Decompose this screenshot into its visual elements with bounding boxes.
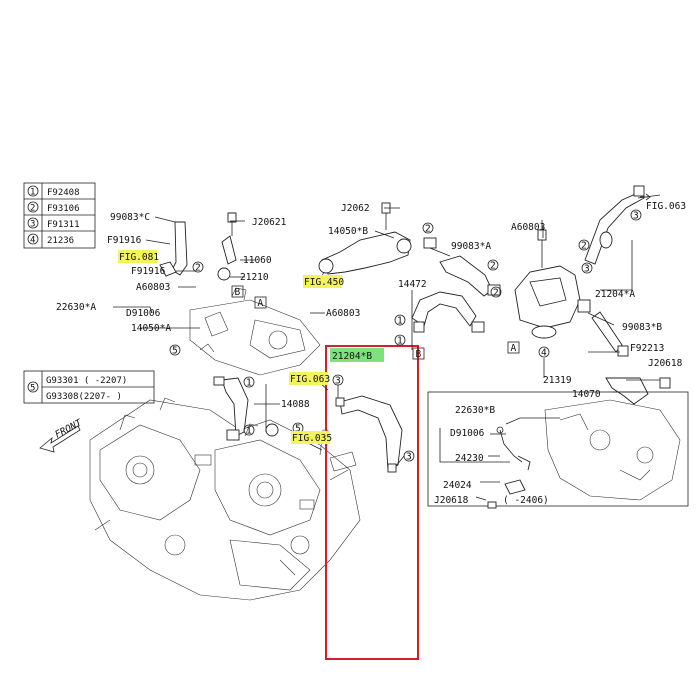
legend-bottom: 5 G93301 ( -2207) G93308(2207- ) — [23, 370, 155, 404]
part-99083b: 99083*B — [622, 322, 662, 333]
part-24024: 24024 — [443, 480, 472, 491]
part-f91916-b: F91916 — [131, 266, 166, 277]
callout-1a: 1 — [246, 378, 252, 389]
box-a-left: A — [258, 298, 264, 309]
part-14070: 14070 — [572, 389, 601, 400]
legend-top: 1 2 3 4 F92408 F93106 F91311 21236 — [23, 182, 96, 249]
legend-num-2: 2 — [30, 204, 35, 214]
box-b-right: B — [416, 349, 422, 360]
part-d91006-a: D91006 — [126, 308, 161, 319]
hose-99083c-illustration — [159, 221, 188, 277]
part-range-2406: ( -2406) — [503, 495, 549, 506]
part-a60803-c: A60803 — [511, 222, 545, 233]
part-f92213: F92213 — [630, 343, 664, 354]
hose-99083a-illustration — [423, 237, 501, 297]
part-labels: 99083*C J20621 F91916 11060 F91916 21210… — [56, 203, 683, 506]
part-f91916-a: F91916 — [107, 235, 142, 246]
box-a-right: A — [511, 343, 517, 354]
part-14088: 14088 — [281, 399, 310, 410]
part-14050b: 14050*B — [328, 226, 368, 237]
callout-2d: 2 — [493, 288, 499, 299]
legend-num-4: 4 — [30, 236, 35, 246]
ref-letters: B A B A — [231, 285, 520, 360]
part-99083c: 99083*C — [110, 212, 150, 223]
callout-3a: 3 — [584, 264, 590, 275]
valve-assembly-21319-illustration — [514, 220, 591, 339]
legend-row-1: G93301 ( -2207) — [46, 376, 127, 386]
fig-references: FIG.081 FIG.450 FIG.063 FIG.035 FIG.063 — [118, 201, 686, 444]
arrow-fig063-icon — [640, 193, 651, 201]
hose-14472-illustration — [411, 291, 485, 333]
callout-2c: 2 — [490, 261, 496, 272]
part-j2062: J2062 — [341, 203, 370, 214]
callout-2a: 2 — [195, 263, 201, 274]
callout-1c: 1 — [397, 316, 403, 327]
callout-1b: 1 — [246, 426, 252, 437]
circle-callouts: 2 5 1 1 5 2 1 1 2 2 4 3 3 2 — [169, 209, 642, 437]
part-21204a: 21204*A — [595, 289, 635, 300]
callout-3b: 3 — [633, 211, 639, 222]
fig-ref-063-center[interactable]: FIG.063 — [290, 374, 330, 385]
legend-num-1: 1 — [30, 188, 35, 198]
part-22630b: 22630*B — [455, 405, 495, 416]
part-24230: 24230 — [455, 453, 484, 464]
hose-99083b-illustration — [591, 311, 671, 405]
part-j20618-b: J20618 — [434, 495, 469, 506]
part-22630a: 22630*A — [56, 302, 96, 313]
intake-manifold-illustration — [189, 287, 321, 376]
part-14472: 14472 — [398, 279, 427, 290]
part-j20621: J20621 — [252, 217, 287, 228]
box-b-left: B — [235, 287, 241, 298]
fig-ref-035[interactable]: FIG.035 — [292, 433, 332, 444]
callout-4: 4 — [541, 348, 547, 359]
callout-2e: 2 — [581, 241, 587, 252]
highlighted-part-box: 21204*B 3 3 — [325, 345, 419, 660]
callout-2b: 2 — [425, 224, 431, 235]
highlighted-part-label: 21204*B — [332, 351, 372, 362]
legend-num-3: 3 — [30, 220, 35, 230]
highlight-circle-3a: 3 — [335, 376, 341, 387]
part-j20618-a: J20618 — [648, 358, 683, 369]
highlight-circle-3b: 3 — [406, 452, 412, 463]
fig-ref-081[interactable]: FIG.081 — [119, 252, 159, 263]
part-d91006-b: D91006 — [450, 428, 485, 439]
legend-code-3: F91311 — [47, 220, 80, 230]
callout-1d: 1 — [397, 336, 403, 347]
front-arrow: FRONT — [39, 417, 85, 453]
engine-block-illustration — [89, 397, 361, 601]
part-21210: 21210 — [240, 272, 269, 283]
fig-ref-063-right[interactable]: FIG.063 — [646, 201, 686, 212]
part-a60803-b: A60803 — [326, 308, 360, 319]
part-21319: 21319 — [543, 375, 572, 386]
legend-code-1: F92408 — [47, 188, 80, 198]
part-99083a: 99083*A — [451, 241, 491, 252]
pipe-11060-illustration — [217, 212, 237, 281]
hose-14088-illustration — [213, 376, 279, 441]
part-a60803-a: A60803 — [136, 282, 170, 293]
part-14050a: 14050*A — [131, 323, 171, 334]
callout-5b: 5 — [295, 424, 301, 435]
legend-num-5: 5 — [30, 384, 35, 394]
legend-code-4: 21236 — [47, 236, 74, 246]
callout-5a: 5 — [172, 346, 178, 357]
part-11060: 11060 — [243, 255, 272, 266]
fig-ref-450[interactable]: FIG.450 — [304, 277, 344, 288]
legend-row-2: G93308(2207- ) — [46, 392, 122, 402]
hose-21204a-illustration — [584, 185, 645, 265]
legend-code-2: F93106 — [47, 204, 80, 214]
inset-detail — [427, 391, 689, 509]
